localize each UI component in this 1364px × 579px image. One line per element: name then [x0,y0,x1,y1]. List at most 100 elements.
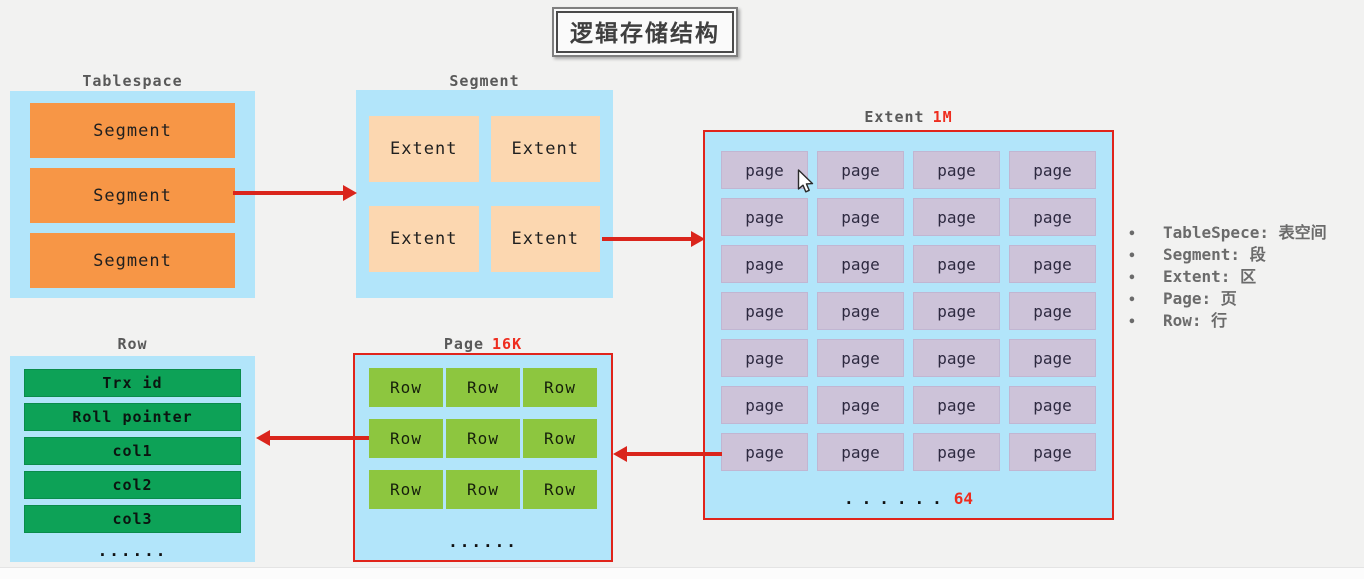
arrow-segment-to-extent [602,231,705,247]
arrow-shaft [269,436,369,440]
page-cell: page [817,245,904,283]
row-field-bar: col3 [24,505,241,533]
page-cell: page [1009,339,1096,377]
page-cell: page [1009,198,1096,236]
bullet-icon: • [1128,271,1136,286]
legend-item: • Row: 行 [1128,310,1327,332]
tablespace-panel-label: Tablespace [82,72,183,90]
legend: •TableSpece: 表空间 •Segment: 段 •Extent: 区 … [1128,222,1327,332]
row-cell: Row [523,368,597,407]
bullet-icon: • [1128,315,1136,330]
bullet-icon: • [1128,249,1136,264]
row-cell: Row [446,470,520,509]
page-cell: page [721,292,808,330]
page-cell: page [817,386,904,424]
segment-bar: Segment [30,168,235,223]
extent-cell: Extent [490,116,600,182]
row-cell: Row [523,470,597,509]
extent-cell: Extent [490,206,600,272]
page-cell: page [1009,433,1096,471]
extent-ellipsis-line: ......64 [705,489,1112,508]
row-field-bar: col2 [24,471,241,499]
extent-cell: Extent [369,116,479,182]
row-cell: Row [523,419,597,458]
page-cell: page [913,386,1000,424]
page-cell: page [1009,386,1096,424]
row-panel-label: Row [117,335,148,353]
page-panel-title: Page [443,335,485,353]
page-cell: page [817,292,904,330]
legend-item: • TableSpece: 表空间 [1128,222,1327,244]
page-cell: page [1009,292,1096,330]
page-cell: page [913,151,1000,189]
arrow-extent-to-page [613,446,722,462]
page-cell: page [913,292,1000,330]
arrow-shaft [626,452,722,456]
page-cell: page [913,245,1000,283]
legend-text: Segment: 段 [1163,245,1266,264]
row-cell: Row [369,368,443,407]
bullet-icon: • [1128,227,1136,242]
legend-item: • Page: 页 [1128,288,1327,310]
arrow-head-icon [256,430,270,446]
arrow-head-icon [691,231,705,247]
page-cell: page [721,245,808,283]
page-cell: page [721,198,808,236]
bullet-icon: • [1128,293,1136,308]
legend-text: Row: 行 [1163,311,1228,330]
arrow-shaft [233,191,344,195]
row-ellipsis: ...... [97,541,168,560]
legend-text: Extent: 区 [1163,267,1257,286]
page-cell: page [913,433,1000,471]
page-ellipsis: ...... [448,532,518,551]
row-cell: Row [369,470,443,509]
extent-panel-title: Extent [864,108,925,126]
segment-panel-label: Segment [449,72,520,90]
page-cell: page [1009,245,1096,283]
segment-bar: Segment [30,233,235,288]
page-cell: page [721,339,808,377]
page-cell: page [721,386,808,424]
page-cell: page [817,151,904,189]
legend-item: • Segment: 段 [1128,244,1327,266]
page-cell: page [817,198,904,236]
row-cell: Row [369,419,443,458]
diagram-title: 逻辑存储结构 [556,11,734,53]
arrow-tablespace-to-segment [233,185,357,201]
row-cell: Row [446,368,520,407]
legend-text: Page: 页 [1163,289,1237,308]
mouse-cursor-icon [797,169,816,200]
page-cell: page [721,151,808,189]
arrow-page-to-row [256,430,369,446]
arrow-head-icon [613,446,627,462]
segment-bar: Segment [30,103,235,158]
page-cell: page [817,339,904,377]
arrow-head-icon [343,185,357,201]
row-cell: Row [446,419,520,458]
legend-text: TableSpece: 表空间 [1163,223,1327,242]
page-count-label: 64 [953,489,974,508]
arrow-shaft [602,237,692,241]
legend-item: • Extent: 区 [1128,266,1327,288]
page-cell: page [1009,151,1096,189]
extent-size-label: 1M [932,108,953,126]
row-field-bar: Roll pointer [24,403,241,431]
page-cell: page [817,433,904,471]
ellipsis-dots: ...... [843,489,950,508]
row-field-bar: col1 [24,437,241,465]
page-cell: page [913,198,1000,236]
page-cell: page [913,339,1000,377]
extent-panel-label: Extent 1M [703,108,1114,126]
diagram-title-box: 逻辑存储结构 [552,7,738,57]
